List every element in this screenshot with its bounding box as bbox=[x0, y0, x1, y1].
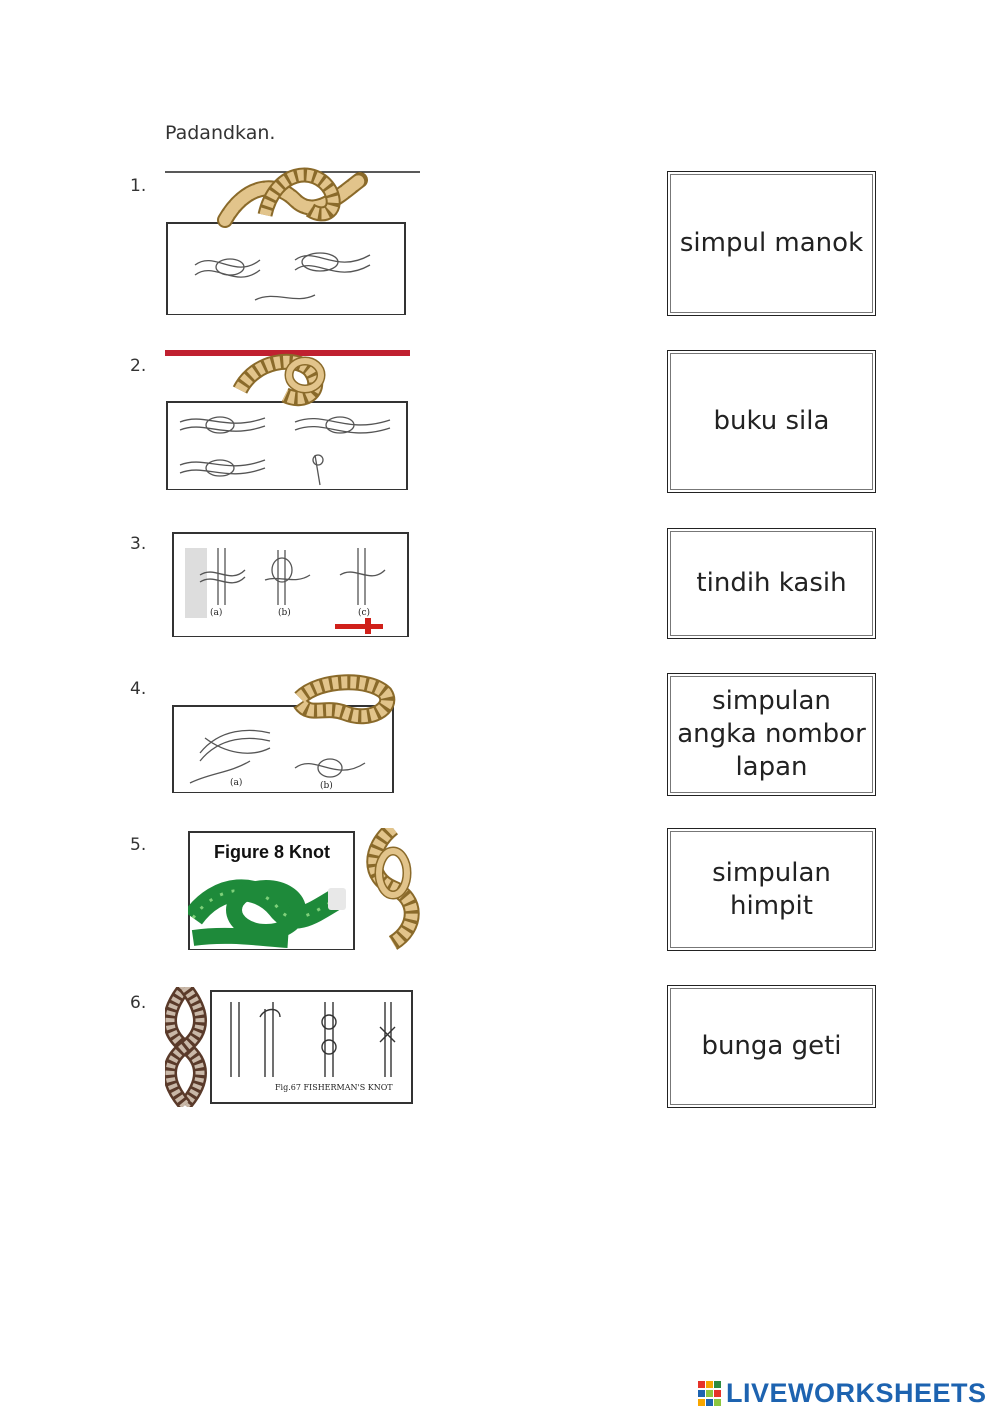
answer-box-6[interactable]: bunga geti bbox=[667, 985, 876, 1108]
item-number-3: 3. bbox=[130, 534, 147, 554]
fishermans-knot-caption: Fig.67 FISHERMAN'S KNOT bbox=[275, 1083, 393, 1092]
item-number-4: 4. bbox=[130, 679, 147, 699]
svg-text:(a): (a) bbox=[230, 777, 242, 788]
knot-image-4: (a) (b) bbox=[170, 673, 410, 793]
brand-name: LIVEWORKSHEETS bbox=[726, 1378, 987, 1408]
answer-box-3[interactable]: tindih kasih bbox=[667, 528, 876, 639]
knot-image-1 bbox=[165, 165, 420, 315]
answer-label: tindih kasih bbox=[696, 568, 847, 598]
knot-image-2 bbox=[165, 350, 410, 490]
answer-box-1[interactable]: simpul manok bbox=[667, 171, 876, 316]
knot-image-5: Figure 8 Knot bbox=[188, 828, 428, 950]
answer-label: simpul manok bbox=[679, 228, 864, 258]
answer-label: buku sila bbox=[713, 406, 830, 436]
item-number-6: 6. bbox=[130, 993, 147, 1013]
svg-text:(a): (a) bbox=[210, 607, 222, 618]
item-number-1: 1. bbox=[130, 176, 147, 196]
knot-image-6: Fig.67 FISHERMAN'S KNOT bbox=[165, 987, 415, 1107]
svg-text:(c): (c) bbox=[358, 607, 370, 618]
item-number-2: 2. bbox=[130, 356, 147, 376]
instruction-text: Padandkan. bbox=[165, 122, 276, 144]
answer-box-5[interactable]: simpulan himpit bbox=[667, 828, 876, 951]
answer-label: simpulan himpit bbox=[712, 857, 831, 921]
figure-8-caption: Figure 8 Knot bbox=[214, 842, 330, 862]
svg-text:(b): (b) bbox=[320, 780, 333, 791]
answer-box-4[interactable]: simpulan angka nombor lapan bbox=[667, 673, 876, 796]
answer-label: simpulan angka nombor lapan bbox=[677, 686, 866, 782]
liveworksheets-logo-icon bbox=[698, 1380, 721, 1406]
answer-label: bunga geti bbox=[701, 1031, 842, 1061]
knot-image-3: (a) (b) (c) bbox=[170, 530, 410, 637]
svg-text:(b): (b) bbox=[278, 607, 291, 618]
answer-box-2[interactable]: buku sila bbox=[667, 350, 876, 493]
item-number-5: 5. bbox=[130, 835, 147, 855]
liveworksheets-logo: LIVEWORKSHEETS bbox=[698, 1378, 987, 1409]
